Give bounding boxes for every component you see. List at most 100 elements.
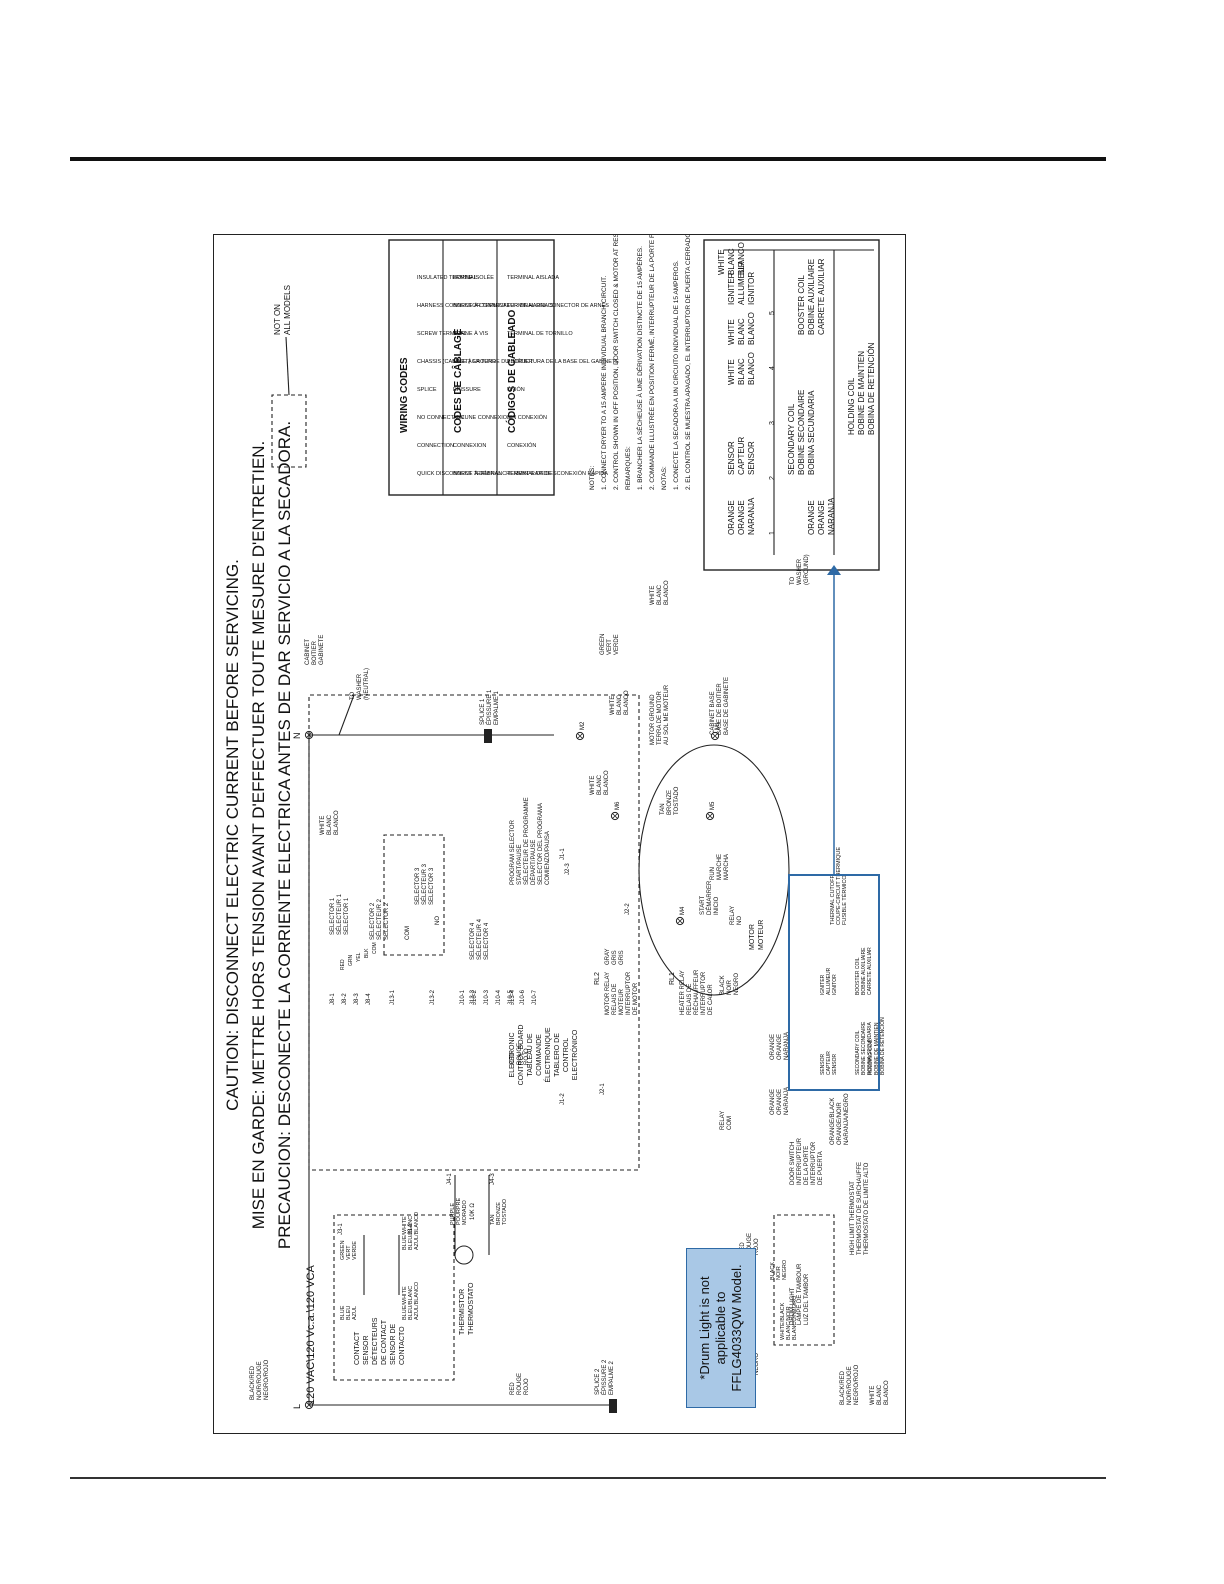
splice2-label: SPLICE 2 [595, 1368, 601, 1395]
gas-holding-small: BOBINE DE MAINTIEN [874, 1022, 880, 1075]
wiring-code-es: TERMINAL DE TORNILLO [507, 331, 573, 337]
j10-label: J10-4 [496, 989, 502, 1005]
wire-blue-white-label-2: BLEU/BLANC [408, 1216, 414, 1250]
detail-igniter: IGNITER [727, 272, 736, 305]
wiring-code-es: ESTRUCTURA DE LA BASE DEL GABINETE [507, 359, 619, 365]
note-line: NOTES: [589, 466, 596, 490]
terminal-mark [612, 813, 618, 819]
control-board-label: ELECTRONIC [509, 1032, 516, 1077]
j4-1-label: J4-1 [447, 1173, 453, 1185]
wiring-code-es: UNIÓN [507, 386, 525, 393]
wiring-code-en: QUICK DISCONNECT TERMINAL [417, 471, 501, 477]
wire-blue-white-label-2: BLUE/WHITE [402, 1216, 408, 1250]
wiring-code-es: TERMINAL AISLADA [507, 275, 559, 281]
wire-gray-label: GRAY [605, 948, 611, 965]
j4-3-label: J4-3 [490, 1173, 496, 1185]
gas-secondary-small: SECONDARY COIL [855, 1030, 861, 1075]
thermal-cutoff-label: COUPE-CIRCUIT THERMIQUE [836, 847, 842, 925]
heater-relay-label: RELAIS DE [687, 984, 693, 1015]
wire-blue-white-label-2: AZUL/BLANCO [414, 1211, 420, 1250]
caution-fr: MISE EN GARDE: METTRE HORS TENSION AVANT… [249, 441, 268, 1230]
detail-booster: BOBINE AUXILIAIRE [807, 259, 816, 335]
splice1-label: ÉPISSURE 1 [486, 689, 493, 725]
selector2-label: SELECTOR 2 [370, 902, 376, 940]
wire-red-left: ROUGE [517, 1373, 523, 1395]
high-limit-label: HIGH LIMIT THERMOSTAT [850, 1181, 856, 1255]
wire-white-motor-2: BLANCO [624, 690, 630, 715]
wire-tag: BLK [364, 948, 370, 958]
j8-label: J8-2 [342, 993, 348, 1005]
thermistor-symbol [454, 1245, 474, 1265]
wiring-code-es: TERMINAL DEL CONECTOR DE ARNÉS [507, 302, 609, 309]
detail-orange-bottom: ORANGE [807, 500, 816, 535]
start-label: INICIO [714, 896, 720, 915]
j2-1-label: J2-1 [600, 1083, 606, 1095]
program-selector-label: SELECTOR DEL PROGRAMA [538, 803, 544, 885]
to-washer-neutral: TO [350, 691, 356, 700]
j2-3-label: J2-3 [565, 863, 571, 875]
caution-es: PRECAUCION: DESCONECTE LA CORRIENTE ELEC… [275, 421, 294, 1249]
run-label: RUN [710, 867, 716, 880]
wire-blue-label: BLEU [346, 1306, 352, 1320]
j8-label: J8-1 [330, 993, 336, 1005]
wire-black-red-top: NEGRO/ROJO [264, 1359, 270, 1400]
detail-booster: CARRETE AUXILIAR [817, 258, 826, 335]
wire-black-drum: BLACK [770, 1262, 776, 1280]
contact-sensor-box [333, 1214, 455, 1381]
wiring-codes-table [388, 239, 555, 496]
terminal-mark [712, 733, 718, 739]
wire-white-motor-2: WHITE [610, 696, 616, 715]
to-washer-ground-label: WASHER [797, 558, 803, 585]
note-line: 1. CONECTE LA SECADORA A UN CIRCUITO IND… [673, 260, 680, 490]
wire-black-red-label: NOIR/ROUGE [847, 1366, 853, 1405]
cabinet-base-label: BASE DE GABINETE [724, 677, 730, 735]
selector34-box [383, 834, 445, 956]
detail-white-right: BLANCO [737, 242, 746, 275]
run-label: MARCHA [724, 854, 730, 880]
wire-white-black-label: BLANC/NOIR [786, 1306, 792, 1340]
wire-blue-label: AZUL [352, 1306, 358, 1320]
gas-holding-small: BOBINA DE RETENCIÓN [879, 1017, 886, 1075]
wire-orange-label: ORANGE [770, 1089, 776, 1115]
j13-label: J13-1 [390, 989, 396, 1005]
rl1-label: RL1 [669, 972, 676, 985]
terminal-mark [577, 733, 583, 739]
wire-red-left: ROJO [524, 1378, 530, 1395]
control-board-label: ÉLECTRONIQUE [543, 1027, 552, 1083]
gas-secondary-small: BOBINE SECONDAIRE [861, 1021, 867, 1075]
wire-orange-black-label: ORANGE/NOIR [837, 1102, 843, 1145]
gas-terminal-number: 4 [769, 366, 776, 370]
terminal-mark [677, 918, 683, 924]
splice1-label: SPLICE 1 [480, 698, 486, 725]
heater-relay-label: INTERRUPTOR [701, 971, 707, 1015]
high-limit-label: THERMOSTATO DE LIMITE ALTO [864, 1162, 870, 1255]
wire-white-bottom: BLANC [877, 1384, 883, 1405]
detail-secondary: BOBINA SECUNDARIA [807, 390, 816, 475]
drum-light-label: DRUM LIGHT [790, 1287, 796, 1325]
gas-terminal-number: 2 [769, 476, 776, 480]
cabinet-base-label: BASE DE BOITIER [717, 683, 723, 735]
program-selector-label: START/PAUSE [517, 844, 523, 885]
relay-com-label: COM [727, 1116, 733, 1130]
wire-orange-label-2: ORANGE [777, 1034, 783, 1060]
to-washer-ground-label: TO [790, 576, 796, 585]
wire-blue-label: BLUE [340, 1305, 346, 1320]
motor-relay-label: INTERRUPTOR [626, 971, 632, 1015]
wire-tan-label: BRONZE [496, 1202, 502, 1225]
detail-white: BLANCO [747, 352, 756, 385]
wire-blue-white-label: AZUL/BLANCO [414, 1281, 420, 1320]
line-N-label: N [292, 733, 302, 740]
wire-red-left: RED [510, 1382, 516, 1395]
cabinet-base-label: CABINET BASE [710, 691, 716, 735]
detail-orange-bottom: ORANGE [817, 500, 826, 535]
wire-tan-motor: TAN [660, 803, 666, 815]
selector-no-label: NO [435, 916, 441, 925]
control-board-label: ELECTRÓNICO [570, 1029, 579, 1080]
motor-terminal-label: M1 [715, 721, 721, 730]
control-board-box [308, 694, 640, 1171]
drum-light-note: *Drum Light is not applicable to FFLG403… [686, 1248, 756, 1408]
wiring-code-es: CONEXIÓN [507, 442, 536, 449]
relay-no-label: NO [737, 916, 743, 925]
motor-ground-label: MOTOR GROUND [650, 694, 656, 745]
j1-1-label: J1-1 [560, 848, 566, 860]
